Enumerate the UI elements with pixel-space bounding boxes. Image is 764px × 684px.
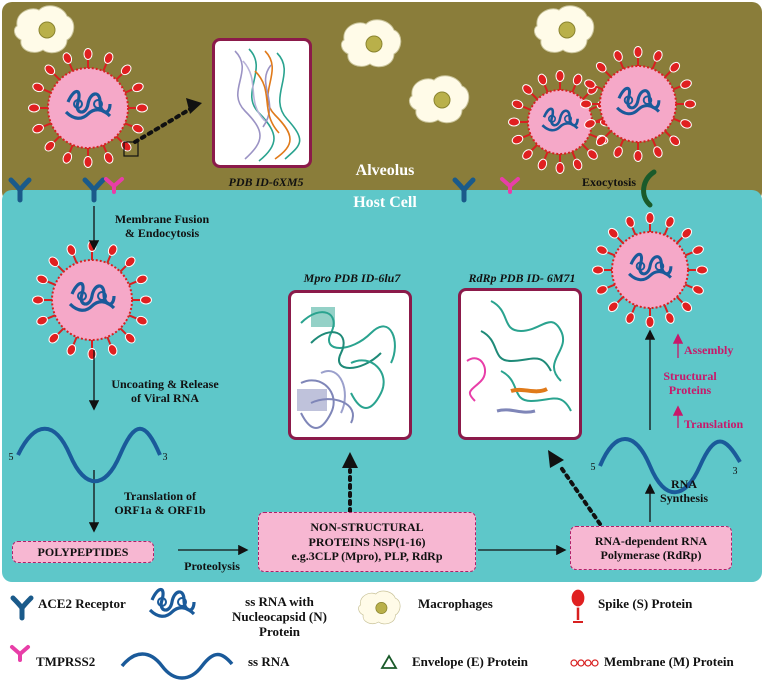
rdrp-structure-frame	[458, 288, 582, 440]
legend-ssrna-icon	[120, 652, 234, 680]
virus-particle	[31, 239, 153, 361]
legend-macrophage-icon	[358, 590, 401, 625]
step-exocytosis: Exocytosis	[582, 175, 636, 189]
legend-tmprss2-label: TMPRSS2	[36, 654, 96, 669]
legend-macrophages-label: Macrophages	[418, 596, 493, 611]
exocytosis-vesicle-icon	[641, 169, 657, 208]
legend-ace2-label: ACE2 Receptor	[38, 596, 126, 611]
virus-particle	[579, 45, 697, 163]
step-proteolysis: Proteolysis	[184, 559, 240, 573]
mpro-pdb-label: Mpro PDB ID-6lu7	[303, 271, 401, 285]
legend-ssrna-n-icon	[148, 587, 196, 618]
rdrp-pdb-label: RdRp PDB ID- 6M71	[468, 271, 576, 285]
legend-tmprss2-icon	[10, 645, 30, 662]
step-membrane-fusion: Membrane Fusion& Endocytosis	[114, 212, 210, 240]
polypeptides-box: POLYPEPTIDES	[12, 541, 154, 563]
rna-3-end: 3	[732, 466, 738, 477]
spike-pdb-label: PDB ID-6XM5	[228, 175, 304, 189]
step-translation: Translation	[684, 417, 744, 431]
rna-3-end: 3	[162, 452, 168, 463]
rdrp-structure-image	[466, 300, 572, 414]
macrophage-icon	[13, 5, 75, 54]
step-assembly: Assembly	[684, 343, 734, 357]
virus-particle	[591, 211, 709, 329]
legend-spike-icon	[570, 588, 586, 623]
ssrna-icon	[16, 426, 162, 484]
spike-structure-image	[234, 48, 301, 162]
host-cell-label: Host Cell	[353, 194, 417, 211]
spike-structure-frame	[212, 38, 312, 168]
legend-ssrna-label: ss RNA	[248, 654, 290, 669]
alveolus-label: Alveolus	[355, 162, 415, 179]
legend-envelope-label: Envelope (E) Protein	[412, 654, 529, 669]
ssrna-icon	[598, 437, 742, 495]
macrophage-icon	[533, 5, 595, 54]
virus-particle	[27, 47, 149, 169]
macrophage-icon	[408, 75, 470, 124]
legend-ace2-icon	[13, 598, 31, 618]
legend-spike-label: Spike (S) Protein	[598, 596, 693, 611]
legend-membrane-icon	[570, 659, 599, 667]
mpro-structure-image	[297, 307, 396, 429]
legend-membrane-label: Membrane (M) Protein	[604, 654, 734, 669]
rna-5-end: 5	[8, 452, 14, 463]
mpro-structure-frame	[288, 290, 412, 440]
macrophage-icon	[340, 19, 402, 68]
rna-5-end: 5	[590, 462, 596, 473]
legend-envelope-icon	[380, 654, 398, 669]
